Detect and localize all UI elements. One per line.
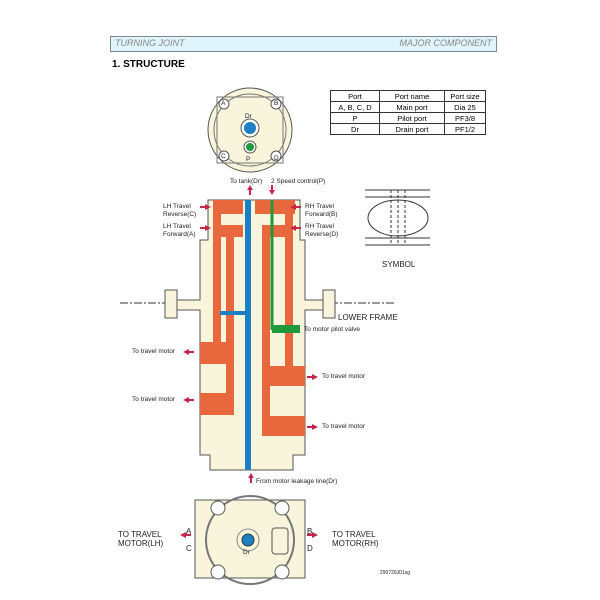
lower-frame-label: LOWER FRAME [338,313,398,322]
bottom-port-b: B [307,527,313,536]
port-label-c: C [221,153,226,160]
speed-control-label: 2 Speed control(P) [271,178,326,185]
pilot-valve-label: To motor pilot valve [304,326,360,333]
bottom-port-dr: Dr [243,549,250,556]
rh-forward-label: RH Travel Forward(B) [305,203,338,218]
bottom-port-d: D [307,544,313,553]
to-tank-label: To tank(Dr) [230,178,263,185]
port-label-d: D [274,155,279,162]
cell: PF1/2 [444,123,486,135]
lh-motor-label: TO TRAVEL MOTOR(LH) [118,530,164,548]
bottom-view [194,495,306,585]
flow-arrows [180,185,318,538]
bottom-port-c: C [186,544,192,553]
to-travel-motor-label: To travel motor [132,348,175,355]
port-label-dr: Dr [245,113,252,120]
to-travel-motor-label: To travel motor [322,373,365,380]
bottom-port-a: A [186,527,192,536]
leakage-label: From motor leakage line(Dr) [256,478,338,485]
lh-reverse-label: LH Travel Reverse(C) [163,203,197,218]
header-left: TURNING JOINT [115,38,185,48]
figure-id: 290729J01sg [380,570,411,576]
port-label-b: B [274,100,279,107]
top-view [207,87,293,173]
joint-body [164,199,336,471]
page-title: 1. STRUCTURE [112,59,185,70]
to-travel-motor-label: To travel motor [132,396,175,403]
symbol-graphic [365,189,430,246]
rh-motor-label: TO TRAVEL MOTOR(RH) [332,530,379,548]
symbol-label: SYMBOL [382,260,416,269]
port-label-p: P [246,156,251,163]
rh-reverse-label: RH Travel Reverse(D) [305,223,339,238]
section-header: TURNING JOINT MAJOR COMPONENT [110,36,497,52]
lh-forward-label: LH Travel Forward(A) [163,223,196,238]
header-right: MAJOR COMPONENT [399,38,492,48]
port-label-a: A [221,100,226,107]
to-travel-motor-label: To travel motor [322,423,365,430]
